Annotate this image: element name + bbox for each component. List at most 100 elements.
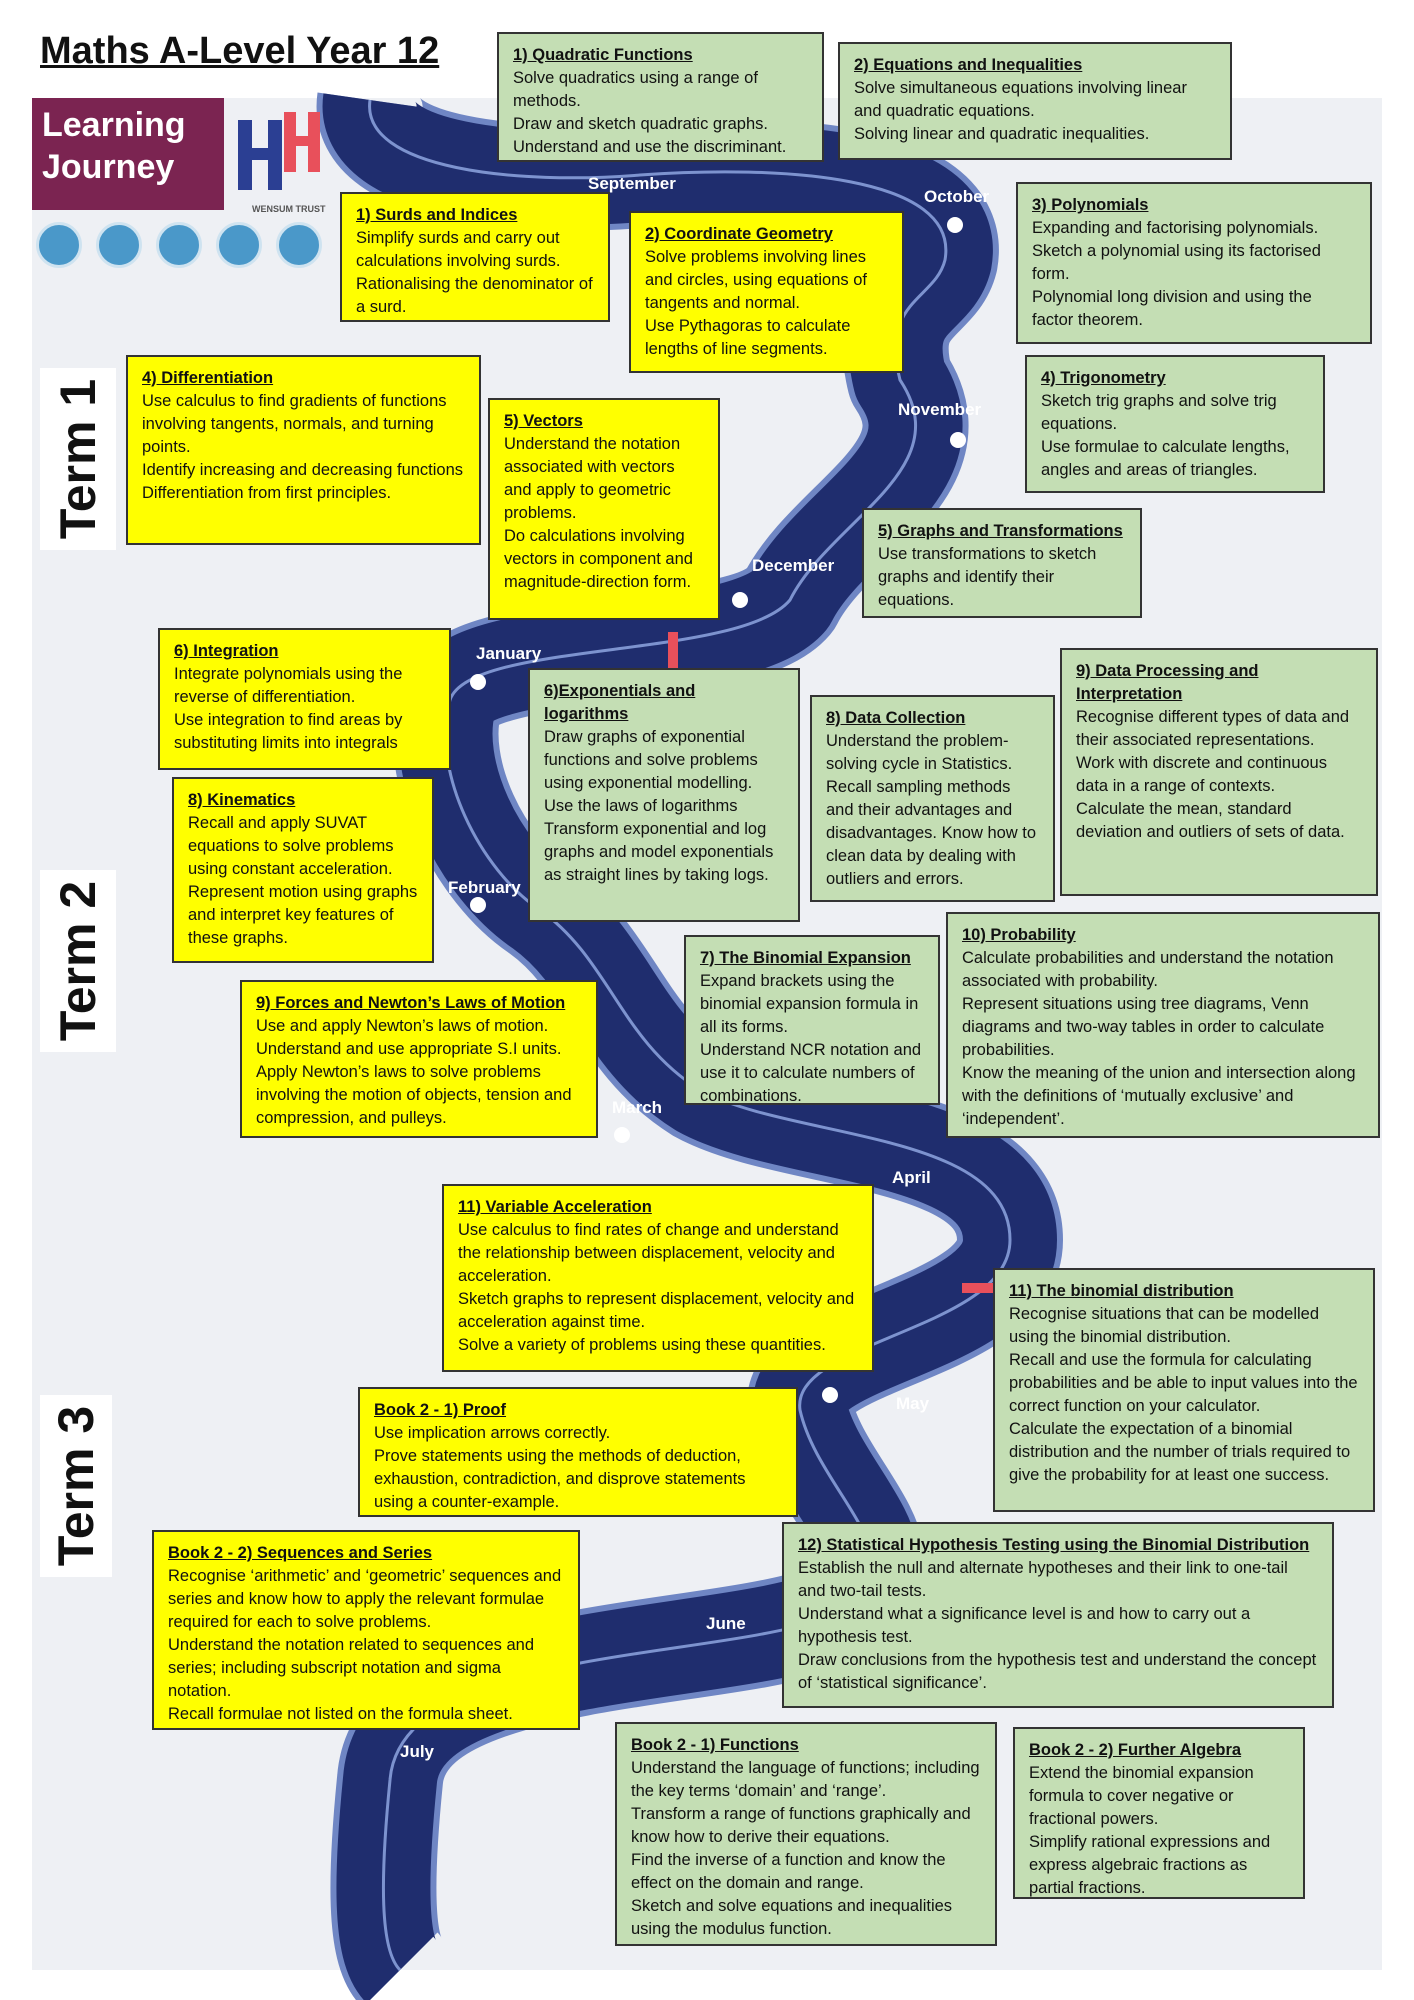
topic-title: 9) Data Processing and Interpretation <box>1076 662 1259 703</box>
topic-title: 6)Exponentials and logarithms <box>544 682 696 723</box>
topic-line: Understand and use appropriate S.I units… <box>256 1040 562 1058</box>
topic-title: Book 2 - 1) Proof <box>374 1401 507 1419</box>
topic-line: Recognise different types of data and th… <box>1076 708 1350 749</box>
topic-line: Work with discrete and continuous data i… <box>1076 754 1327 795</box>
topic-title: 7) The Binomial Expansion <box>700 949 911 967</box>
page-title: Maths A-Level Year 12 <box>40 30 440 72</box>
topic-line: Integrate polynomials using the reverse … <box>174 665 403 706</box>
topic-line: Establish the null and alternate hypothe… <box>798 1559 1288 1600</box>
topic-title: 4) Trigonometry <box>1041 369 1166 387</box>
topic-line: Calculate the mean, standard deviation a… <box>1076 800 1345 841</box>
month-label: May <box>896 1394 930 1413</box>
trust-logo: WENSUM TRUST <box>232 110 326 214</box>
topic-title: 10) Probability <box>962 926 1076 944</box>
brain-icon <box>276 222 322 268</box>
topic-line: Use integration to find areas by substit… <box>174 711 403 752</box>
topic-line: Use calculus to find gradients of functi… <box>142 392 447 456</box>
topic-title: 1) Surds and Indices <box>356 206 518 224</box>
month-label: July <box>400 1742 435 1761</box>
topic-line: Recall and apply SUVAT equations to solv… <box>188 814 394 878</box>
month-label: September <box>588 174 676 193</box>
milestone-dot <box>614 1127 630 1143</box>
topic-line: Calculate the expectation of a binomial … <box>1009 1420 1351 1484</box>
topic-line: Use formulae to calculate lengths, angle… <box>1041 438 1290 479</box>
notepad-icon <box>216 222 262 268</box>
topic-line: Solve a variety of problems using these … <box>458 1336 826 1354</box>
milestone-dot <box>470 897 486 913</box>
topic-line: Transform exponential and log graphs and… <box>544 820 774 884</box>
month-label: June <box>706 1614 746 1633</box>
topic-title: 8) Data Collection <box>826 709 966 727</box>
topic-title: 2) Coordinate Geometry <box>645 225 833 243</box>
topic-line: Apply Newton’s laws to solve problems in… <box>256 1063 572 1127</box>
trust-logo-icon <box>238 112 320 190</box>
topic-title: Book 2 - 2) Further Algebra <box>1029 1741 1242 1759</box>
topic-line: Understand the problem-solving cycle in … <box>826 732 1013 773</box>
month-label: April <box>892 1168 931 1187</box>
topic-line: Draw and sketch quadratic graphs. <box>513 115 768 133</box>
topic-line: Recall and use the formula for calculati… <box>1009 1351 1358 1415</box>
topic-line: Recall formulae not listed on the formul… <box>168 1705 513 1723</box>
topic-line: Expanding and factorising polynomials. <box>1032 219 1319 237</box>
topic-line: Solve simultaneous equations involving l… <box>854 79 1187 120</box>
learning-journey-logo: Learning Journey <box>32 98 224 210</box>
topic-title: 11) The binomial distribution <box>1009 1282 1234 1300</box>
topic-line: Understand the notation associated with … <box>504 435 681 522</box>
topic-line: Extend the binomial expansion formula to… <box>1029 1764 1254 1828</box>
term-2-label: Term 2 <box>40 870 116 1052</box>
topic-line: Recall sampling methods and their advant… <box>826 778 1037 888</box>
topic-line: Draw graphs of exponential functions and… <box>544 728 758 792</box>
milestone-dot <box>470 674 486 690</box>
topic-line: Expand brackets using the binomial expan… <box>700 972 919 1036</box>
people-icon <box>156 222 202 268</box>
milestone-dot <box>732 592 748 608</box>
topic-line: Understand NCR notation and use it to ca… <box>700 1041 922 1105</box>
month-label: February <box>448 878 521 897</box>
term-marker-1 <box>668 632 678 672</box>
term-marker-2 <box>962 1283 1002 1293</box>
topic-title: 8) Kinematics <box>188 791 296 809</box>
milestone-dot <box>950 432 966 448</box>
month-label: November <box>898 400 982 419</box>
topic-line: Calculate probabilities and understand t… <box>962 949 1334 990</box>
topic-line: Transform a range of functions graphical… <box>631 1805 971 1846</box>
topic-line: Use transformations to sketch graphs and… <box>878 545 1097 609</box>
topic-line: Understand and use the discriminant. <box>513 138 787 156</box>
topic-line: Recognise ‘arithmetic’ and ‘geometric’ s… <box>168 1567 562 1631</box>
month-label: March <box>612 1098 663 1117</box>
topic-line: Use Pythagoras to calculate lengths of l… <box>645 317 851 358</box>
topic-line: Solve quadratics using a range of method… <box>513 69 758 110</box>
topic-box: 12) Statistical Hypothesis Testing using… <box>782 1522 1334 1708</box>
topic-line: Understand what a significance level is … <box>798 1605 1251 1646</box>
topic-line: Rationalising the denominator of a surd. <box>356 275 593 316</box>
topic-title: 5) Graphs and Transformations <box>878 522 1123 540</box>
topic-line: Solve problems involving lines and circl… <box>645 248 867 312</box>
topic-line: Understand the language of functions; in… <box>631 1759 980 1800</box>
topic-line: Differentiation from first principles. <box>142 484 392 502</box>
topic-title: 1) Quadratic Functions <box>513 46 693 64</box>
milestone-dot <box>822 1387 838 1403</box>
topic-line: Simplify rational expressions and expres… <box>1029 1833 1271 1897</box>
month-label: January <box>476 644 542 663</box>
lightbulb-icon <box>96 222 142 268</box>
term-3-label: Term 3 <box>40 1395 112 1577</box>
topic-line: Know the meaning of the union and inters… <box>962 1064 1356 1128</box>
topic-line: Find the inverse of a function and know … <box>631 1851 946 1892</box>
topic-line: Sketch graphs to represent displacement,… <box>458 1290 855 1331</box>
topic-title: Book 2 - 1) Functions <box>631 1736 799 1754</box>
